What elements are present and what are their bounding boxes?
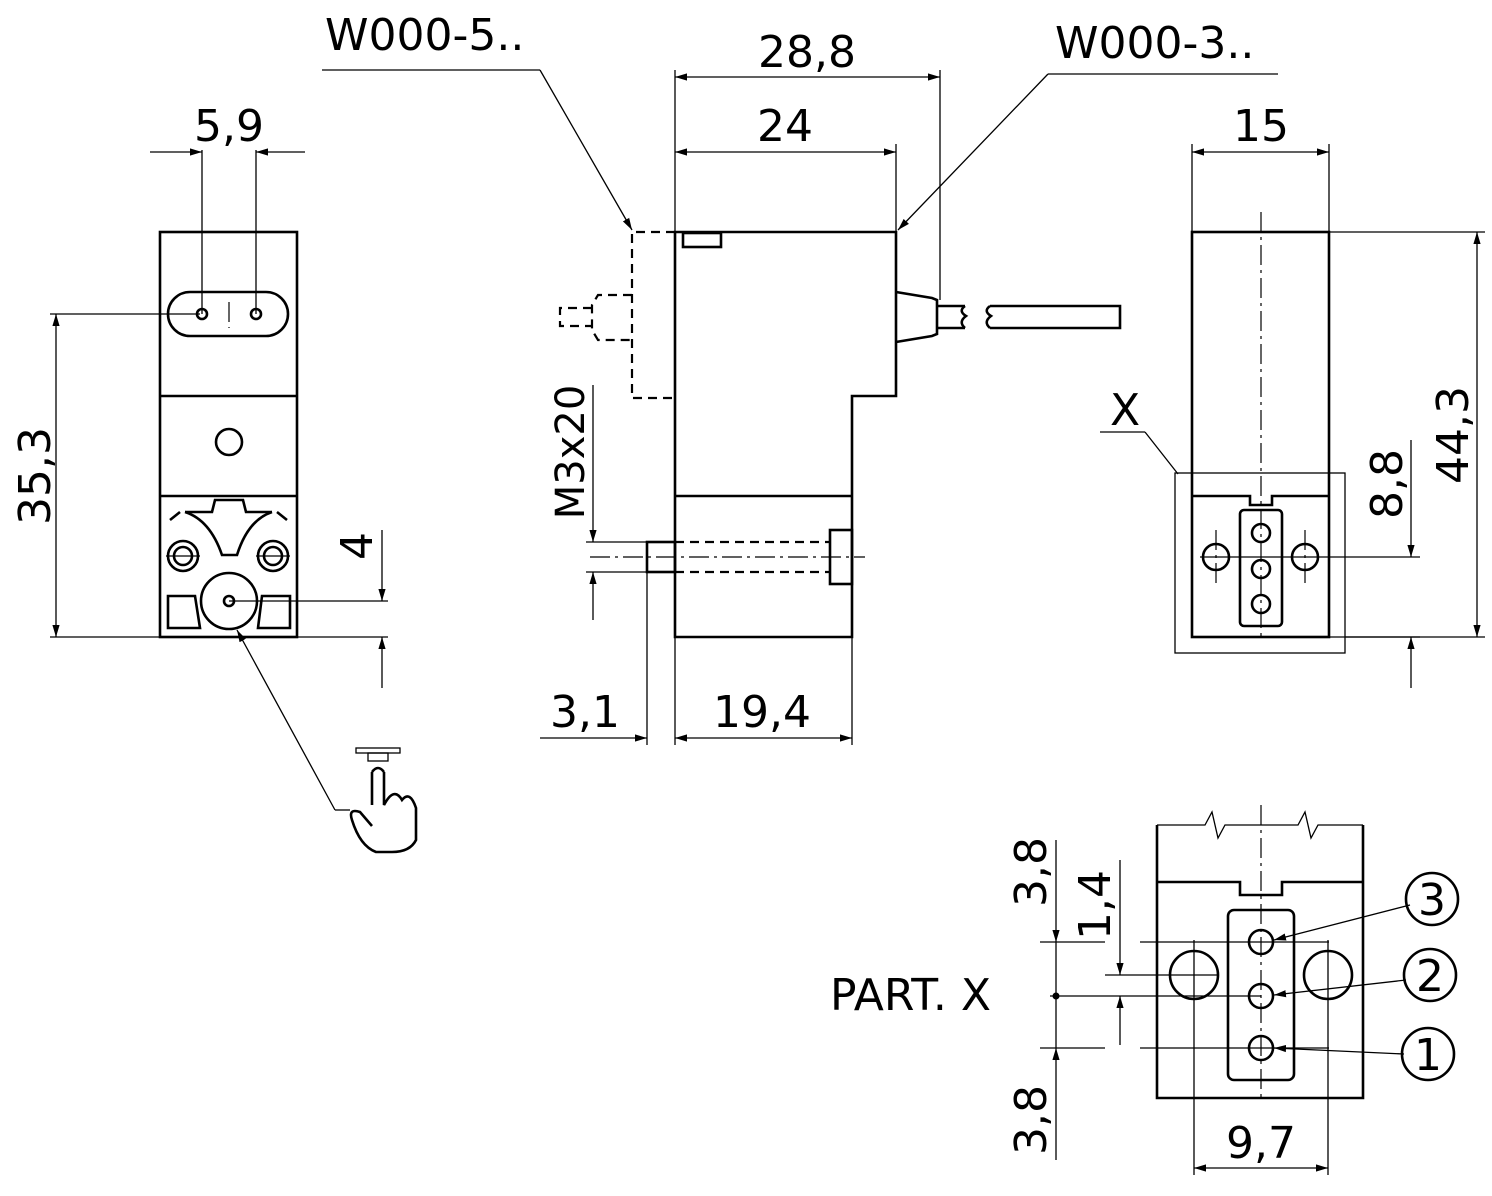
rear-view xyxy=(1174,212,1420,654)
pin-callout-3: 3 xyxy=(1273,871,1460,941)
dim-35-3-label: 35,3 xyxy=(10,427,61,525)
pointing-hand-icon xyxy=(349,747,418,854)
dim-24-label: 24 xyxy=(757,101,813,152)
dim-3-8-bottom-label: 3,8 xyxy=(1006,1085,1057,1155)
part-label-w000-5: W000-5.. xyxy=(322,10,633,231)
dim-9-7: 9,7 xyxy=(1194,1118,1328,1172)
dim-8-8-label: 8,8 xyxy=(1362,449,1413,519)
dim-44-3-label: 44,3 xyxy=(1428,386,1479,484)
dim-m3x20-label: M3x20 xyxy=(548,385,594,520)
dim-m3x20: M3x20 xyxy=(548,385,647,620)
dim-44-3: 44,3 xyxy=(1329,231,1485,638)
dim-3-1-label: 3,1 xyxy=(550,687,620,738)
pin-2-label: 2 xyxy=(1416,951,1444,1002)
dim-35-3: 35,3 xyxy=(10,313,200,638)
detail-x-view xyxy=(1040,805,1365,1175)
dim-4: 4 xyxy=(229,530,388,688)
dim-15-label: 15 xyxy=(1233,101,1289,152)
dim-8-8: 8,8 xyxy=(1345,440,1420,688)
pin-callout-2: 2 xyxy=(1273,947,1458,1003)
pin-callout-1: 1 xyxy=(1273,1026,1456,1082)
dim-4-label: 4 xyxy=(332,532,383,560)
manual-override-callout xyxy=(236,629,418,854)
dim-24: 24 xyxy=(675,101,897,232)
dim-19-4-label: 19,4 xyxy=(713,687,811,738)
dim-3-1: 3,1 xyxy=(540,572,676,745)
side-view xyxy=(558,230,1122,639)
part-label-w000-3: W000-3.. xyxy=(897,18,1278,231)
dim-9-7-label: 9,7 xyxy=(1226,1118,1296,1169)
dim-5-9-label: 5,9 xyxy=(194,101,264,152)
part-number-w000-3: W000-3.. xyxy=(1055,18,1254,69)
part-number-w000-5: W000-5.. xyxy=(325,10,524,61)
x-mark-label: X xyxy=(1110,385,1140,436)
dim-3-8-bottom: 3,8 xyxy=(1006,996,1060,1160)
dim-28-8: 28,8 xyxy=(674,27,941,300)
dim-19-4: 19,4 xyxy=(675,637,853,745)
dim-15: 15 xyxy=(1191,101,1330,232)
dim-1-4-label: 1,4 xyxy=(1070,870,1121,940)
dim-3-8-top-label: 3,8 xyxy=(1006,837,1057,907)
front-view xyxy=(158,230,299,639)
dim-5-9: 5,9 xyxy=(150,101,305,314)
dim-1-4: 1,4 xyxy=(1070,860,1124,1045)
dim-3-8-top: 3,8 xyxy=(1006,837,1060,996)
detail-label: PART. X xyxy=(830,970,991,1021)
pin-1-label: 1 xyxy=(1414,1030,1442,1081)
dim-28-8-label: 28,8 xyxy=(758,27,856,78)
pin-3-label: 3 xyxy=(1418,875,1446,926)
detail-marker-x: X xyxy=(1100,385,1179,475)
